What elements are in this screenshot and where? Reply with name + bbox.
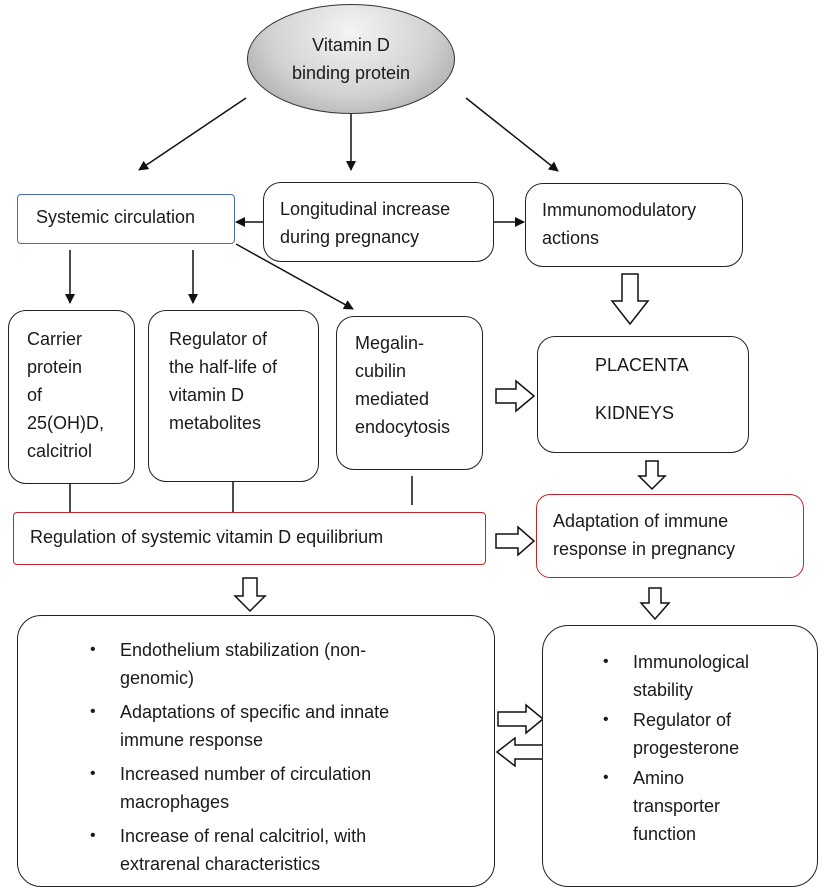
hollow-arrow-equilibrium-to-adaptation	[495, 525, 536, 557]
right-effect-line-1: Immunological	[633, 652, 750, 672]
megalin-line: mediated	[355, 389, 430, 409]
left-effect-line-1: Increase of renal calcitriol, with	[120, 826, 367, 846]
immunomodulatory-line-1: Immunomodulatory	[542, 200, 697, 220]
left-effect-line-1: Increased number of circulation	[120, 764, 372, 784]
regulator-line: vitamin D	[169, 385, 245, 405]
arrow-vdbp-to-immunomodulatory	[465, 97, 559, 172]
hollow-arrow-right-to-left	[495, 736, 544, 768]
megalin-line: cubilin	[355, 361, 407, 381]
right-effect-item: • Regulator of progesterone	[589, 706, 817, 762]
hollow-arrow-adaptation-down	[639, 587, 671, 621]
kidneys-label: KIDNEYS	[595, 403, 675, 423]
left-effect-line-2: macrophages	[120, 792, 230, 812]
left-effect-line-2: immune response	[120, 730, 264, 750]
left-effect-line-2: extrarenal characteristics	[120, 854, 321, 874]
hollow-arrow-megalin-to-placenta	[495, 379, 536, 413]
regulator-line: metabolites	[169, 413, 262, 433]
bullet-icon: •	[603, 711, 609, 728]
longitudinal-increase-box: Longitudinal increase during pregnancy	[263, 182, 494, 262]
megalin-cubilin-box: Megalin- cubilin mediated endocytosis	[336, 316, 483, 470]
regulator-line: Regulator of	[169, 329, 268, 349]
adaptation-line-1: Adaptation of immune	[553, 511, 729, 531]
longitudinal-line-1: Longitudinal increase	[280, 199, 451, 219]
regulator-line: the half-life of	[169, 357, 278, 377]
megalin-line: Megalin-	[355, 333, 425, 353]
left-effect-item: • Increase of renal calcitriol, with ext…	[76, 822, 494, 878]
vitamin-d-binding-protein-node: Vitamin D binding protein	[247, 4, 455, 114]
adaptation-immune-response-box: Adaptation of immune response in pregnan…	[536, 494, 804, 578]
right-effect-line-2: stability	[633, 680, 694, 700]
adaptation-line-2: response in pregnancy	[553, 539, 736, 559]
arrow-vdbp-to-systemic	[138, 97, 247, 171]
left-effect-line-1: Adaptations of specific and innate	[120, 702, 390, 722]
right-effect-line-1: Amino	[633, 768, 685, 788]
carrier-line: protein	[27, 357, 83, 377]
systemic-circulation-box: Systemic circulation	[17, 194, 235, 244]
immunomodulatory-actions-box: Immunomodulatory actions	[525, 183, 743, 267]
carrier-line: 25(OH)D,	[27, 413, 105, 433]
hollow-arrow-placenta-to-adaptation	[637, 460, 667, 491]
carrier-line: Carrier	[27, 329, 83, 349]
hollow-arrow-equilibrium-down	[233, 577, 267, 613]
systemic-circulation-label: Systemic circulation	[36, 207, 196, 227]
arrow-systemic-to-megalin	[235, 243, 354, 310]
hollow-arrow-immuno-to-placenta	[610, 273, 650, 326]
right-effect-line-2: progesterone	[633, 738, 740, 758]
left-effect-line-1: Endothelium stabilization (non-	[120, 640, 367, 660]
left-effects-box: • Endothelium stabilization (non- genomi…	[17, 615, 495, 887]
hollow-arrow-left-to-right	[497, 703, 545, 735]
right-effect-line-3: function	[633, 824, 697, 844]
left-effect-item: • Adaptations of specific and innate imm…	[76, 698, 494, 754]
left-effect-item: • Increased number of circulation macrop…	[76, 760, 494, 816]
carrier-line: of	[27, 385, 43, 405]
left-effects-list: • Endothelium stabilization (non- genomi…	[76, 636, 494, 878]
bullet-icon: •	[90, 641, 96, 658]
vdbp-line-2: binding protein	[291, 63, 411, 83]
right-effect-item: • Immunological stability	[589, 648, 817, 704]
bullet-icon: •	[603, 653, 609, 670]
placenta-kidneys-box: PLACENTA KIDNEYS	[537, 336, 749, 453]
regulator-half-life-box: Regulator of the half-life of vitamin D …	[148, 310, 319, 482]
regulation-equilibrium-box: Regulation of systemic vitamin D equilib…	[13, 512, 486, 565]
bullet-icon: •	[90, 827, 96, 844]
right-effect-line-2: transporter	[633, 796, 721, 816]
left-effect-line-2: genomic)	[120, 668, 195, 688]
bullet-icon: •	[90, 765, 96, 782]
bullet-icon: •	[603, 769, 609, 786]
longitudinal-line-2: during pregnancy	[280, 227, 420, 247]
carrier-line: calcitriol	[27, 441, 93, 461]
immunomodulatory-line-2: actions	[542, 228, 600, 248]
vdbp-line-1: Vitamin D	[312, 35, 390, 55]
regulation-equilibrium-label: Regulation of systemic vitamin D equilib…	[30, 527, 384, 547]
left-effect-item: • Endothelium stabilization (non- genomi…	[76, 636, 494, 692]
placenta-label: PLACENTA	[595, 355, 689, 375]
right-effects-list: • Immunological stability • Regulator of…	[589, 648, 817, 848]
carrier-protein-box: Carrier protein of 25(OH)D, calcitriol	[8, 310, 135, 484]
right-effect-item: • Amino transporter function	[589, 764, 817, 848]
right-effects-box: • Immunological stability • Regulator of…	[542, 625, 818, 887]
right-effect-line-1: Regulator of	[633, 710, 732, 730]
bullet-icon: •	[90, 703, 96, 720]
megalin-line: endocytosis	[355, 417, 451, 437]
